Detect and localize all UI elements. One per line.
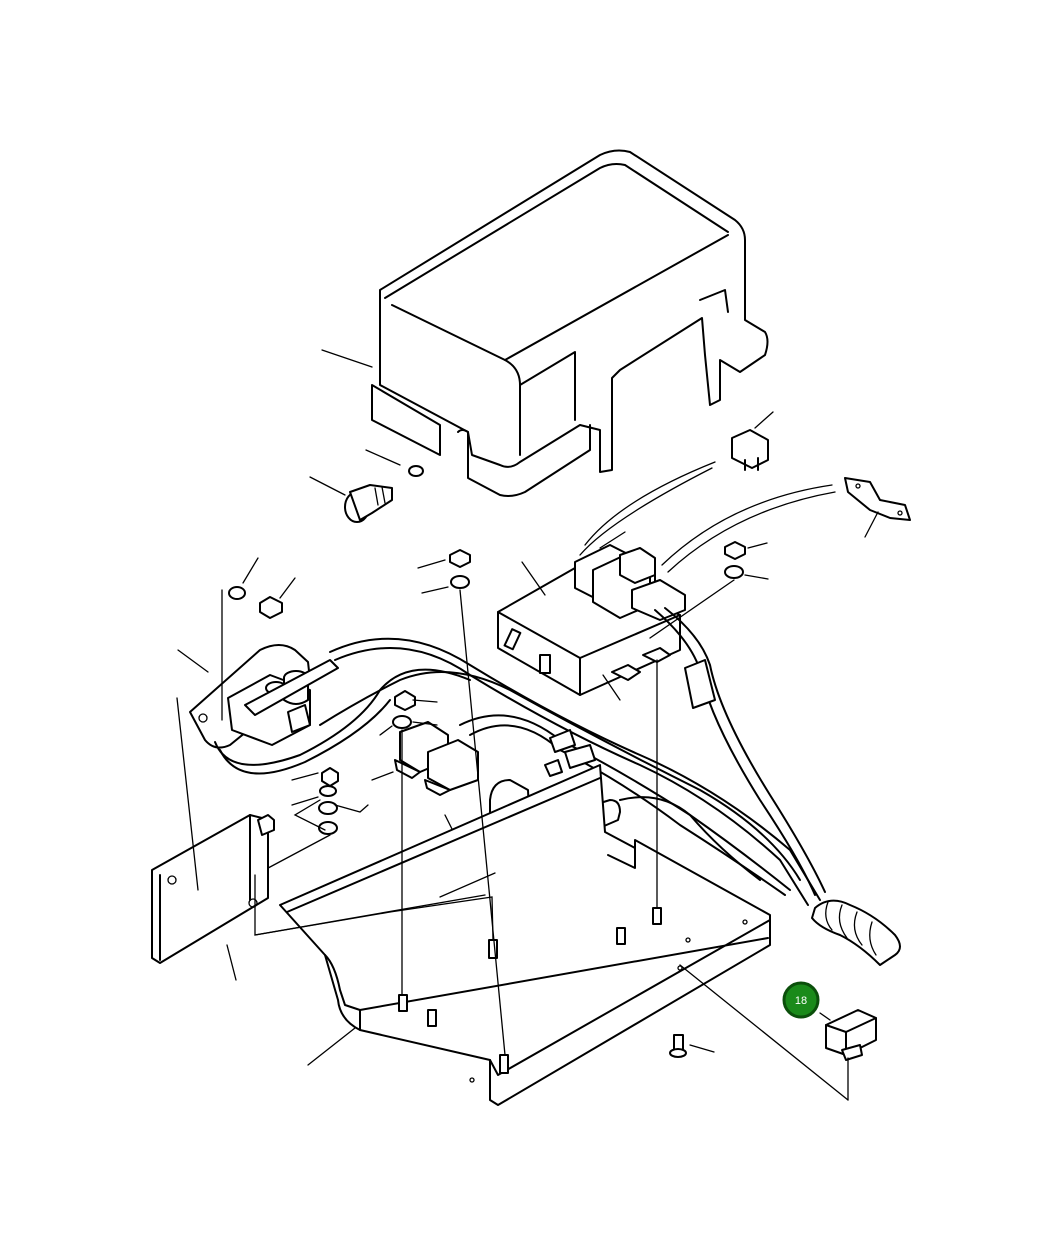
- mounting-bracket: [151, 814, 275, 964]
- leader-line: [689, 1044, 715, 1053]
- leader-line: [421, 586, 449, 594]
- bolt: [669, 1034, 687, 1058]
- leader-line: [321, 349, 373, 368]
- leader-line: [371, 771, 394, 781]
- callout-label: 18: [795, 995, 807, 1007]
- leader-line: [412, 721, 438, 726]
- terminal-stack: [293, 767, 369, 835]
- washer: [228, 586, 246, 600]
- clip-part: [825, 1009, 877, 1061]
- nut: [259, 596, 283, 619]
- relay-box-cover: [371, 149, 769, 497]
- leader-line: [754, 411, 774, 429]
- leader-line: [307, 1027, 356, 1066]
- leader-line: [417, 559, 446, 569]
- leader-line: [309, 476, 346, 496]
- relay-pair: [394, 721, 479, 796]
- leader-line: [744, 574, 769, 580]
- fuse: [731, 429, 769, 471]
- solenoid: [189, 644, 339, 749]
- leader-line: [226, 944, 237, 981]
- leader-line: [602, 674, 621, 701]
- leader-line: [819, 1012, 831, 1021]
- leader-line: [379, 725, 393, 736]
- nut: [394, 690, 416, 711]
- leader-line: [279, 577, 296, 599]
- leader-line: [864, 511, 879, 538]
- leader-line: [365, 449, 401, 466]
- leader-line: [177, 649, 209, 673]
- leader-line: [242, 557, 259, 584]
- washer: [392, 715, 412, 729]
- wire: [584, 461, 716, 546]
- wire-harness: [214, 607, 901, 966]
- leader-line: [439, 872, 496, 898]
- leader-line: [747, 542, 768, 549]
- leader-line: [291, 772, 319, 781]
- relay-module: [497, 544, 686, 696]
- studs: [398, 907, 662, 1074]
- leader-line: [599, 531, 626, 549]
- nut-washer-stack: [449, 541, 746, 681]
- base-tray: [279, 764, 771, 1106]
- mounting-strap: [844, 477, 911, 521]
- leader-line: [412, 699, 438, 703]
- knob-screw: [344, 465, 424, 523]
- callout-18[interactable]: 18: [782, 981, 820, 1019]
- leader-line: [521, 561, 546, 596]
- leader-line: [291, 796, 319, 806]
